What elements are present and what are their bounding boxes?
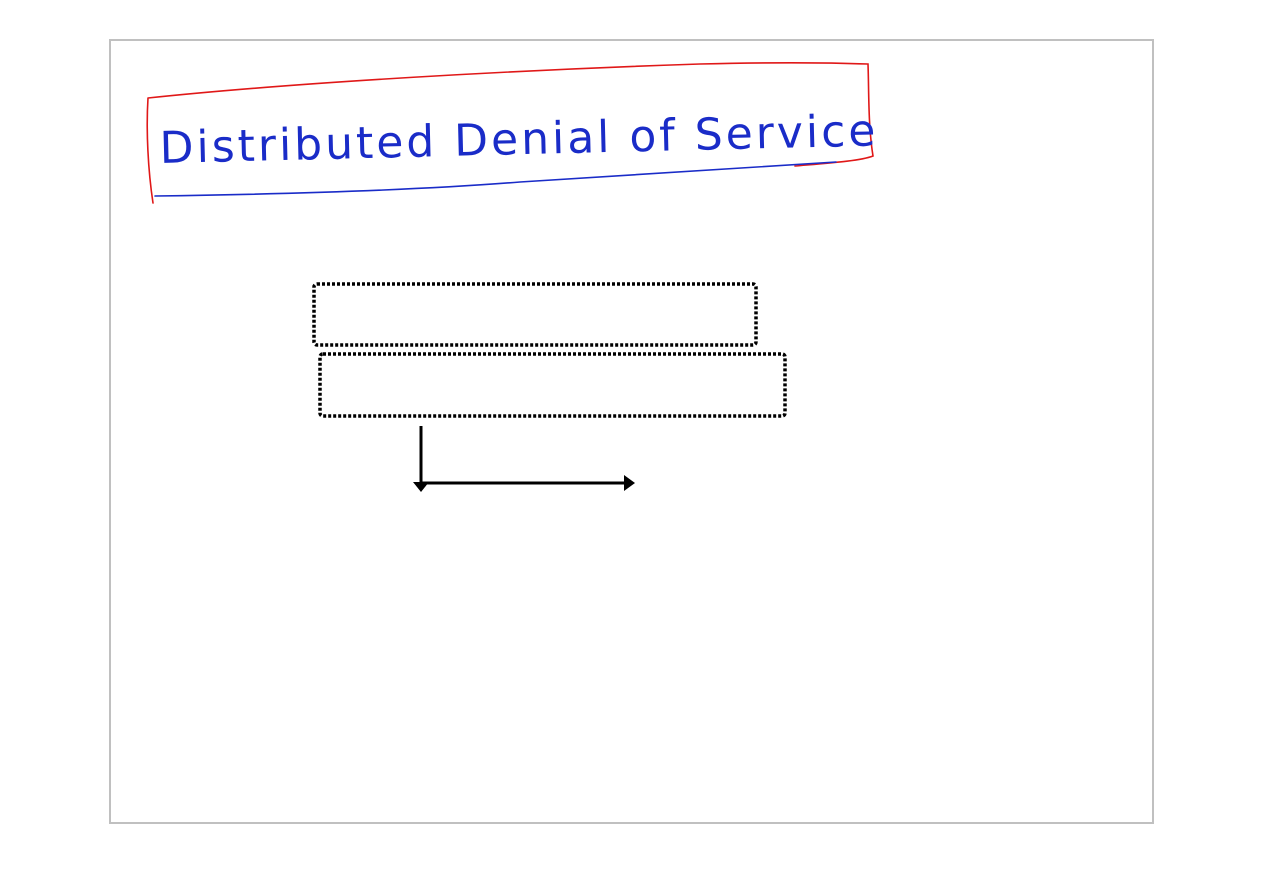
arrowhead-right: [624, 475, 635, 491]
title-red-frame: [146, 62, 874, 204]
dotted-box-top: [312, 282, 758, 347]
slide-title: Distributed Denial of Service: [159, 105, 879, 174]
title-blue-underline: [154, 161, 837, 197]
slide-canvas: [109, 39, 1154, 824]
dotted-box-bottom: [318, 352, 787, 418]
